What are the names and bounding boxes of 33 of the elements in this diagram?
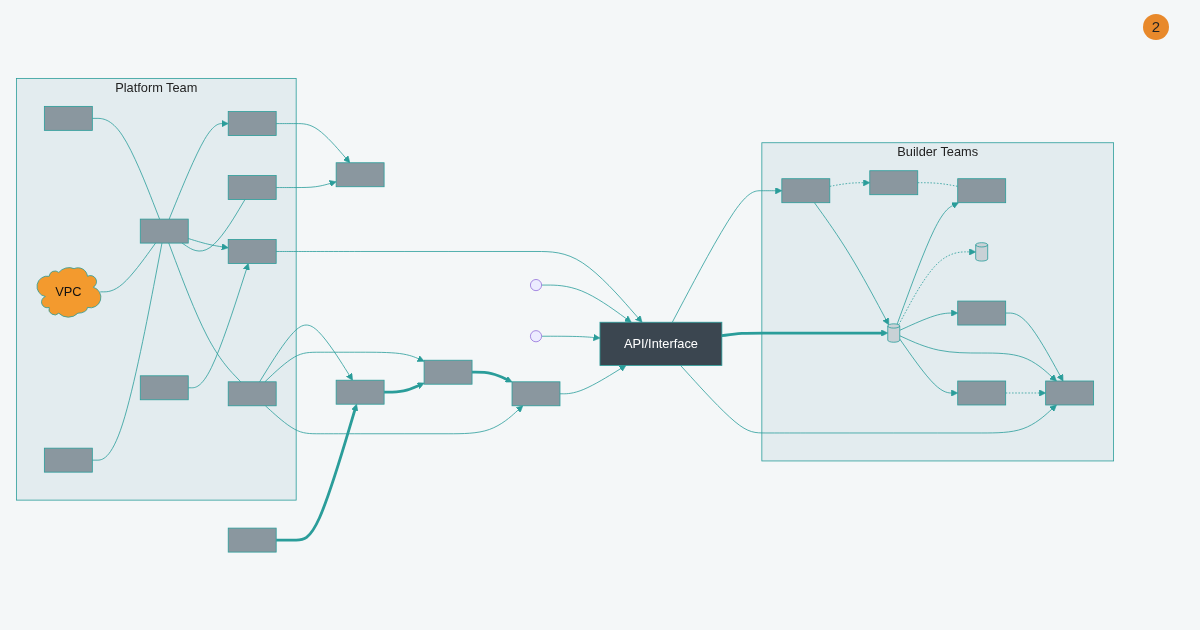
cluster: Builder Teams [761, 142, 1114, 462]
node-box [139, 218, 189, 244]
node-cylinder [887, 323, 901, 343]
node-box [227, 110, 277, 136]
node-box [423, 359, 473, 385]
node-box [43, 447, 93, 473]
arrow [384, 382, 425, 394]
node-box [227, 381, 277, 406]
node-cylinder [975, 242, 989, 262]
number-badge: 2 [1143, 14, 1169, 40]
node-box [781, 178, 831, 203]
node-box [957, 178, 1007, 203]
node-box [227, 527, 277, 553]
arrow [472, 370, 513, 383]
connector [917, 182, 959, 187]
node-box [139, 375, 189, 400]
arrow [276, 403, 359, 542]
node-box [957, 300, 1007, 326]
node-box [1045, 380, 1094, 406]
node-box [335, 379, 385, 405]
node-box [957, 380, 1007, 406]
node-box [511, 381, 561, 406]
connector [168, 242, 242, 382]
connector [91, 242, 163, 461]
node-box [335, 162, 385, 187]
arrow [721, 329, 889, 337]
node-box: API/Interface [599, 321, 723, 366]
node-box [227, 238, 277, 264]
node-box [869, 170, 919, 195]
connector [91, 117, 160, 220]
node-box [227, 174, 277, 200]
node-box [43, 105, 93, 131]
connector [99, 242, 156, 292]
